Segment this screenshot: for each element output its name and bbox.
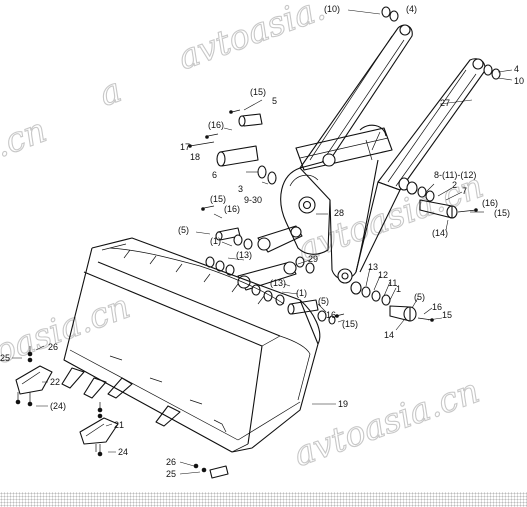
watermark-text-1: avtoasia. xyxy=(173,0,331,78)
bottom-fittings xyxy=(193,463,229,479)
callout-16-right-lower: 16 xyxy=(432,302,442,312)
callout-24-bottom: 24 xyxy=(118,447,128,457)
callout-21: 21 xyxy=(114,420,124,430)
watermark-text-2: a xyxy=(94,70,127,115)
callout-18: 18 xyxy=(190,152,200,162)
callout-2: 2 xyxy=(452,180,457,190)
bucket-link xyxy=(237,261,297,291)
callout-25-bottom: 25 xyxy=(166,469,176,479)
callout-16-lower: 16 xyxy=(326,310,336,320)
callout-15-mid: (15) xyxy=(210,194,226,204)
callout-4-right: 4 xyxy=(514,64,519,74)
callout-15-lower: (15) xyxy=(342,319,358,329)
callout-14-lower: 14 xyxy=(384,330,394,340)
seal-rings-upper xyxy=(381,6,501,80)
pin-5-upper xyxy=(238,113,263,127)
seal-rings-right-upper xyxy=(398,177,435,202)
callout-24-left: (24) xyxy=(50,401,66,411)
callout-15-right-lower: 15 xyxy=(442,310,452,320)
callout-15-right: (15) xyxy=(494,208,510,218)
leader-lines xyxy=(12,9,513,475)
callout-5-upper: 5 xyxy=(272,96,277,106)
callout-13-right: 13 xyxy=(368,262,378,272)
seal-rings-pin-3 xyxy=(257,165,277,185)
bucket-teeth xyxy=(61,367,181,427)
callout-6: 6 xyxy=(212,170,217,180)
callout-9-30: 9-30 xyxy=(244,195,262,205)
callout-22: 22 xyxy=(50,377,60,387)
callout-29: 29 xyxy=(308,254,318,264)
callout-13-lower: (13) xyxy=(270,278,286,288)
callout-26-left: 26 xyxy=(48,342,58,352)
callout-13-mid: (13) xyxy=(236,250,252,260)
boom-left-arm xyxy=(299,24,413,169)
callout-7: 7 xyxy=(462,186,467,196)
callout-5-lower: (5) xyxy=(318,296,329,306)
callout-10-top: (10) xyxy=(324,4,340,14)
callout-1-mid: (1) xyxy=(210,236,221,246)
callout-25-left: 25 xyxy=(0,353,10,363)
callout-11: 11 xyxy=(388,278,397,288)
small-bolts xyxy=(188,109,478,322)
watermark: avtoasia. a .cn avtoasia.cn avtoasia.cn … xyxy=(0,0,489,476)
callout-26-bottom: 26 xyxy=(166,457,176,467)
callout-12: 12 xyxy=(378,270,388,280)
watermark-text-6: avtoasia.cn xyxy=(288,371,484,475)
callout-16-right: (16) xyxy=(482,198,498,208)
watermark-text-4: avtoasia.cn xyxy=(292,166,488,270)
pin-14-right xyxy=(389,305,417,322)
watermark-text-3: .cn xyxy=(0,110,52,165)
callout-5-right: (5) xyxy=(414,292,425,302)
callout-1-right: 1 xyxy=(396,284,401,294)
tooth-adapter-21 xyxy=(79,402,119,457)
callout-5-mid: (5) xyxy=(178,225,189,235)
callout-16-mid: (16) xyxy=(224,204,240,214)
dotted-bottom-strip xyxy=(0,492,527,507)
callout-labels: (10) (4) 4 10 27 (15) 5 (16) 17 18 6 3 9… xyxy=(0,4,524,479)
seal-rings-lower-pin xyxy=(317,310,336,325)
boom-lower-body xyxy=(280,124,401,284)
pin-1-lower xyxy=(287,299,319,315)
pin-6-upper xyxy=(216,145,259,167)
boom-right-arm xyxy=(377,58,486,191)
bucket xyxy=(63,237,321,453)
callout-14-right: (14) xyxy=(432,228,448,238)
callout-17: 17 xyxy=(180,142,190,152)
tooth-adapter-22 xyxy=(15,346,53,407)
callout-8-11-12: 8-(11)-(12) xyxy=(434,170,476,180)
callout-27: 27 xyxy=(440,98,450,108)
callout-16-upper: (16) xyxy=(208,120,224,130)
tilt-lever xyxy=(257,225,303,253)
seal-rings-right-lower xyxy=(350,281,391,306)
callout-10-right: 10 xyxy=(514,76,524,86)
callout-1-lower: (1) xyxy=(296,288,307,298)
pin-14-left xyxy=(419,199,458,219)
callout-28: 28 xyxy=(334,208,344,218)
callout-4-top: (4) xyxy=(406,4,417,14)
callout-19: 19 xyxy=(338,399,348,409)
callout-15-upper: (15) xyxy=(250,87,266,97)
callout-3: 3 xyxy=(238,184,243,194)
boom-cross-tube xyxy=(295,127,393,171)
